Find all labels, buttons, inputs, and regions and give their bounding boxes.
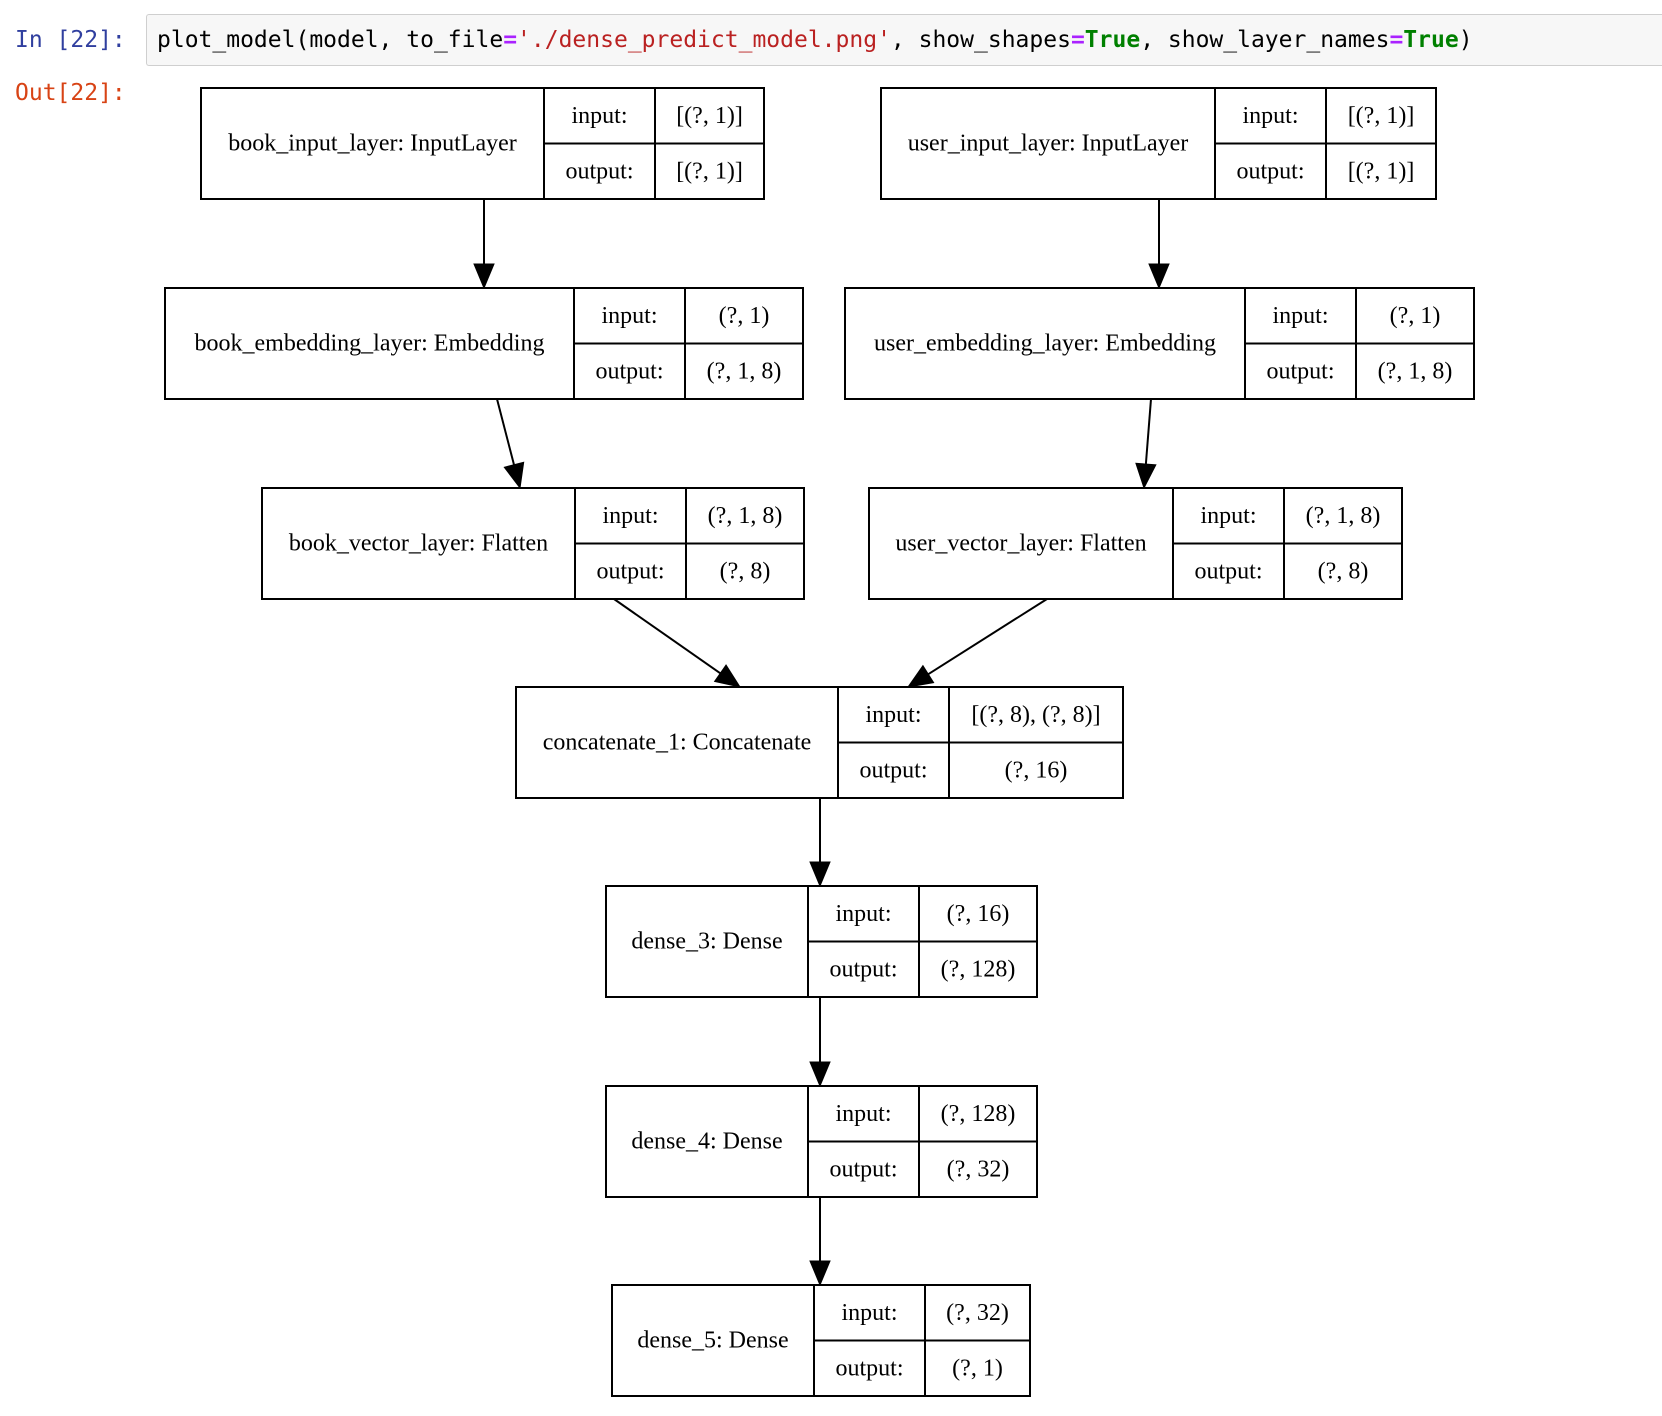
edge-book_vector-to-concatenate_1 bbox=[613, 598, 742, 688]
output-label: output: bbox=[596, 558, 664, 584]
code-token: = bbox=[503, 27, 518, 53]
arrowhead bbox=[1135, 462, 1157, 490]
layer-name: book_embedding_layer: Embedding bbox=[195, 331, 545, 357]
arrowhead bbox=[473, 263, 495, 290]
code-token: True bbox=[1403, 27, 1459, 53]
output-label: output: bbox=[829, 1156, 897, 1182]
input-shape-value: (?, 16) bbox=[947, 901, 1010, 927]
layer-name: book_vector_layer: Flatten bbox=[289, 531, 548, 557]
code-token: ) bbox=[1458, 27, 1473, 53]
edge-user_embedding-to-user_vector bbox=[1135, 398, 1157, 490]
edge-user_vector-to-concatenate_1 bbox=[906, 598, 1048, 688]
code-token: './dense_predict_model.png' bbox=[517, 27, 891, 53]
input-label: input: bbox=[835, 1101, 891, 1127]
output-shape-value: (?, 32) bbox=[947, 1156, 1010, 1182]
arrowhead bbox=[809, 861, 831, 888]
code-cell-editor[interactable]: plot_model(model, to_file='./dense_predi… bbox=[146, 14, 1662, 66]
layer-node-user_vector: user_vector_layer: Flatten input: output: (… bbox=[868, 487, 1403, 600]
input-label: input: bbox=[1200, 503, 1256, 529]
output-prompt: Out[22]: bbox=[15, 80, 126, 106]
edge-book_embedding-to-book_vector bbox=[496, 398, 525, 490]
output-shape-value: (?, 8) bbox=[720, 558, 771, 584]
layer-name: dense_4: Dense bbox=[631, 1129, 782, 1155]
layer-name: dense_3: Dense bbox=[631, 929, 782, 955]
output-shape-value: [(?, 1)] bbox=[1348, 158, 1415, 184]
layer-node-dense_3: dense_3: Dense input: output: (?, 16) (?, 12… bbox=[605, 885, 1038, 998]
input-prompt: In [22]: bbox=[15, 27, 126, 53]
output-label: output: bbox=[859, 757, 927, 783]
edge-user_input-to-user_embedding bbox=[1148, 199, 1170, 290]
arrowhead bbox=[809, 1260, 831, 1287]
layer-node-user_input: user_input_layer: InputLayer input: output… bbox=[880, 87, 1437, 200]
input-shape-value: (?, 32) bbox=[946, 1300, 1009, 1326]
code-token: , show_layer_names bbox=[1140, 27, 1390, 53]
layer-node-book_input: book_input_layer: InputLayer input: output… bbox=[200, 87, 765, 200]
input-label: input: bbox=[602, 503, 658, 529]
layer-name: user_input_layer: InputLayer bbox=[908, 131, 1189, 157]
edge-book_input-to-book_embedding bbox=[473, 199, 495, 290]
output-label: output: bbox=[829, 956, 897, 982]
input-label: input: bbox=[601, 303, 657, 329]
arrowhead bbox=[503, 461, 525, 490]
input-shape-value: (?, 1, 8) bbox=[708, 503, 783, 529]
layer-node-user_embedding: user_embedding_layer: Embedding input: out… bbox=[844, 287, 1475, 400]
arrowhead bbox=[713, 664, 742, 688]
output-label: output: bbox=[835, 1355, 903, 1381]
output-shape-value: (?, 128) bbox=[941, 956, 1016, 982]
layer-name: dense_5: Dense bbox=[637, 1328, 788, 1354]
arrowhead bbox=[906, 664, 935, 688]
edge-dense_3-to-dense_4 bbox=[809, 997, 831, 1088]
layer-name: user_vector_layer: Flatten bbox=[895, 531, 1146, 557]
code-token: True bbox=[1084, 27, 1141, 53]
output-shape-value: (?, 8) bbox=[1318, 558, 1369, 584]
arrowhead bbox=[809, 1061, 831, 1088]
layer-node-concatenate_1: concatenate_1: Concatenate input: output: [… bbox=[515, 686, 1124, 799]
output-label: output: bbox=[565, 158, 633, 184]
code-token: = bbox=[1070, 27, 1085, 53]
code-line: plot_model(model, to_file='./dense_predi… bbox=[157, 25, 1473, 55]
input-label: input: bbox=[865, 702, 921, 728]
output-shape-value: (?, 1) bbox=[952, 1355, 1003, 1381]
layer-node-dense_5: dense_5: Dense input: output: (?, 32) (?, 1) bbox=[611, 1284, 1031, 1397]
input-shape-value: (?, 1, 8) bbox=[1306, 503, 1381, 529]
input-shape-value: [(?, 1)] bbox=[1348, 103, 1415, 129]
layer-node-book_vector: book_vector_layer: Flatten input: output: (… bbox=[261, 487, 805, 600]
input-shape-value: (?, 1) bbox=[719, 303, 770, 329]
output-shape-value: (?, 16) bbox=[1005, 757, 1068, 783]
input-shape-value: (?, 128) bbox=[941, 1101, 1016, 1127]
input-label: input: bbox=[835, 901, 891, 927]
output-shape-value: (?, 1, 8) bbox=[1378, 358, 1453, 384]
input-shape-value: [(?, 8), (?, 8)] bbox=[971, 702, 1100, 728]
output-label: output: bbox=[1266, 358, 1334, 384]
input-shape-value: (?, 1) bbox=[1390, 303, 1441, 329]
output-shape-value: (?, 1, 8) bbox=[707, 358, 782, 384]
layer-node-dense_4: dense_4: Dense input: output: (?, 128) (?, 3… bbox=[605, 1085, 1038, 1198]
layer-name: book_input_layer: InputLayer bbox=[228, 131, 517, 157]
output-label: output: bbox=[1194, 558, 1262, 584]
input-label: input: bbox=[1272, 303, 1328, 329]
code-token: plot_model(model, to_file bbox=[157, 27, 504, 53]
arrowhead bbox=[1148, 263, 1170, 290]
input-shape-value: [(?, 1)] bbox=[676, 103, 743, 129]
output-shape-value: [(?, 1)] bbox=[676, 158, 743, 184]
code-token: , show_shapes bbox=[890, 27, 1071, 53]
layer-node-book_embedding: book_embedding_layer: Embedding input: out… bbox=[164, 287, 804, 400]
edge-dense_4-to-dense_5 bbox=[809, 1197, 831, 1287]
output-label: output: bbox=[1236, 158, 1304, 184]
input-label: input: bbox=[841, 1300, 897, 1326]
layer-name: concatenate_1: Concatenate bbox=[543, 730, 812, 756]
code-token: = bbox=[1389, 27, 1404, 53]
layer-name: user_embedding_layer: Embedding bbox=[874, 331, 1216, 357]
output-label: output: bbox=[595, 358, 663, 384]
input-label: input: bbox=[1242, 103, 1298, 129]
edge-concatenate_1-to-dense_3 bbox=[809, 798, 831, 888]
input-label: input: bbox=[571, 103, 627, 129]
